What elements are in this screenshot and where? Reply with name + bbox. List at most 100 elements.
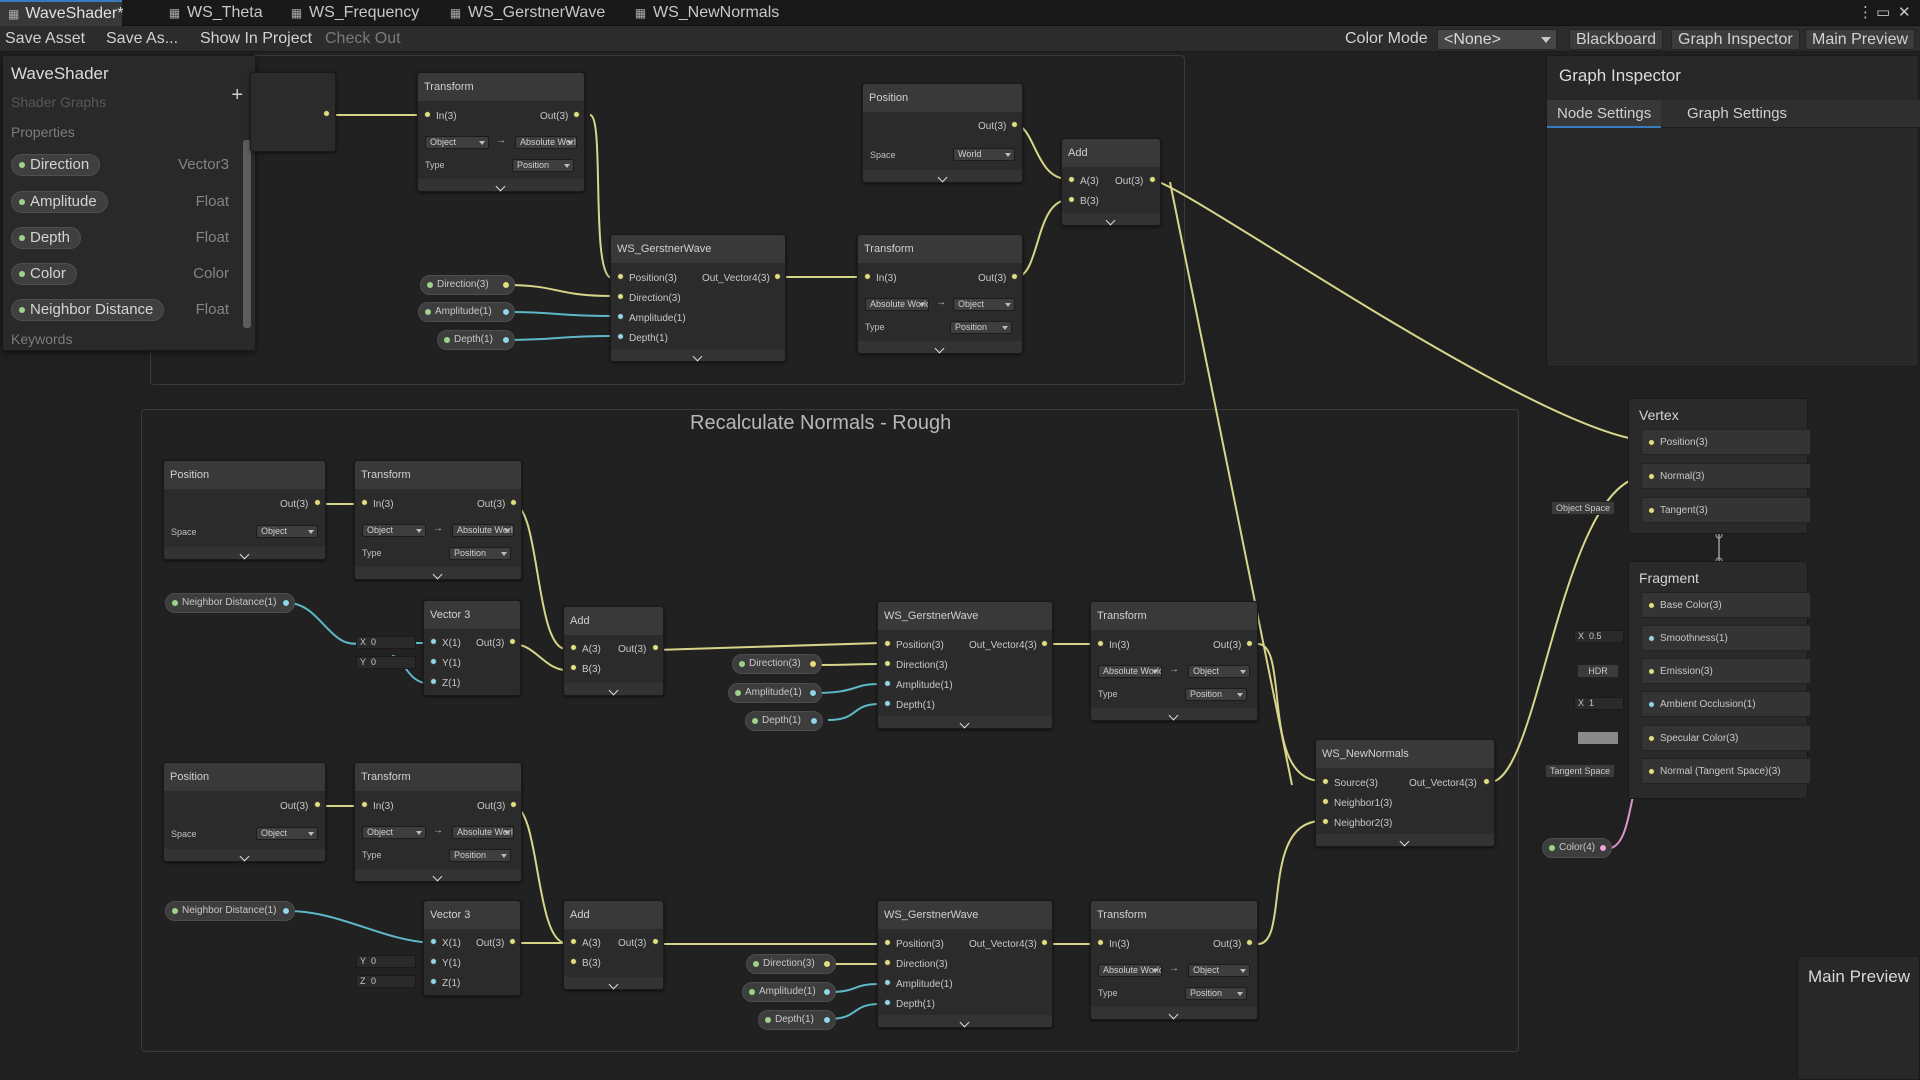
space-dropdown[interactable]: Object [256, 827, 318, 840]
to-space-dropdown[interactable]: Absolute World [515, 136, 577, 149]
save-as-button[interactable]: Save As... [106, 30, 179, 47]
newnormals-node[interactable]: WS_NewNormals Source(3) Neighbor1(3) Nei… [1315, 739, 1495, 847]
from-space-dropdown[interactable]: Object [362, 524, 426, 537]
type-dropdown[interactable]: Position [950, 321, 1012, 334]
base-color-slot[interactable]: Base Color(3) [1641, 592, 1811, 618]
graph-inspector-panel[interactable]: Graph Inspector Node Settings Graph Sett… [1546, 55, 1920, 367]
blackboard-panel[interactable]: WaveShader Shader Graphs + Properties Di… [2, 55, 256, 351]
to-space-dropdown[interactable]: Object [953, 298, 1015, 311]
add-node[interactable]: Add A(3) B(3) Out(3) [563, 900, 664, 990]
scrollbar-thumb[interactable] [243, 140, 251, 328]
emission-hdr-swatch[interactable]: HDR [1577, 664, 1619, 678]
tab-graph-settings[interactable]: Graph Settings [1687, 105, 1788, 122]
chevron-down-icon[interactable] [1168, 710, 1179, 721]
transform-node[interactable]: Transform In(3) Out(3) Absolute World → … [1090, 900, 1258, 1020]
graph-inspector-button[interactable]: Graph Inspector [1671, 29, 1800, 50]
vector3-node[interactable]: Vector 3 X(1) Y(1) Z(1) Out(3) [423, 600, 521, 696]
fragment-stack[interactable]: Fragment Base Color(3) Smoothness(1) Emi… [1628, 561, 1811, 799]
depth-property-node[interactable]: Depth(1) [758, 1010, 836, 1030]
vertex-tangent-slot[interactable]: Tangent(3) [1641, 497, 1811, 523]
transform-node[interactable]: Transform In(3) Out(3) Absolute World → … [857, 234, 1023, 354]
main-preview-panel[interactable]: Main Preview [1797, 956, 1920, 1080]
transform-node[interactable]: Transform In(3) Out(3) Object → Absolute… [354, 762, 522, 882]
vertex-position-slot[interactable]: Position(3) [1641, 429, 1811, 455]
close-icon[interactable]: ✕ [1898, 4, 1911, 21]
vertex-stack[interactable]: Vertex Position(3) Normal(3) Tangent(3) [1628, 398, 1811, 534]
property-neighbor-distance[interactable]: Neighbor Distance [11, 299, 165, 321]
chevron-down-icon[interactable] [239, 851, 249, 862]
tab-ws-gerstnerwave[interactable]: ▦WS_GerstnerWave [449, 4, 606, 21]
chevron-down-icon[interactable] [959, 718, 970, 729]
add-node[interactable]: Add A(3) B(3) Out(3) [563, 606, 664, 696]
type-dropdown[interactable]: Position [449, 849, 511, 862]
chevron-down-icon[interactable] [432, 569, 443, 580]
add-node[interactable]: Add A(3) B(3) Out(3) [1061, 138, 1161, 226]
neighbor-distance-property-node[interactable]: Neighbor Distance(1) [165, 593, 295, 613]
from-space-dropdown[interactable]: Object [425, 136, 489, 149]
from-space-dropdown[interactable]: Absolute World [1098, 665, 1162, 678]
property-depth[interactable]: Depth [11, 227, 82, 249]
maximize-icon[interactable]: ▭ [1876, 4, 1891, 21]
space-dropdown[interactable]: World [953, 148, 1015, 161]
chevron-down-icon[interactable] [1399, 836, 1410, 847]
property-amplitude[interactable]: Amplitude [11, 191, 108, 213]
to-space-dropdown[interactable]: Absolute World [452, 524, 514, 537]
property-color[interactable]: Color [11, 263, 77, 285]
color-mode-dropdown[interactable]: <None> [1437, 29, 1557, 50]
to-space-dropdown[interactable]: Absolute World [452, 826, 514, 839]
chevron-down-icon[interactable] [239, 549, 249, 560]
vector3-node[interactable]: Vector 3 X(1) Y(1) Z(1) Out(3) [423, 900, 521, 996]
transform-node[interactable]: Transform In(3) Out(3) Object → Absolute… [354, 460, 522, 580]
amplitude-property-node[interactable]: Amplitude(1) [742, 982, 836, 1002]
depth-property-node[interactable]: Depth(1) [437, 330, 515, 350]
type-dropdown[interactable]: Position [512, 159, 574, 172]
hidden-node[interactable] [250, 72, 336, 152]
tab-ws-frequency[interactable]: ▦WS_Frequency [290, 4, 420, 21]
chevron-down-icon[interactable] [608, 979, 618, 990]
direction-property-node[interactable]: Direction(3) [420, 275, 515, 295]
tab-node-settings[interactable]: Node Settings [1547, 100, 1662, 128]
specular-color-slot[interactable]: Specular Color(3) [1641, 725, 1811, 751]
space-dropdown[interactable]: Object [256, 525, 318, 538]
from-space-dropdown[interactable]: Absolute World [865, 298, 929, 311]
neighbor-distance-property-node[interactable]: Neighbor Distance(1) [165, 901, 295, 921]
tab-waveshader[interactable]: ▦WaveShader* [0, 0, 123, 26]
gerstnerwave-node[interactable]: WS_GerstnerWave Position(3) Direction(3)… [877, 601, 1053, 729]
property-direction[interactable]: Direction [11, 154, 101, 176]
chevron-down-icon[interactable] [959, 1017, 970, 1028]
show-in-project-button[interactable]: Show In Project [200, 30, 313, 47]
add-property-button[interactable]: + [231, 84, 243, 106]
chevron-down-icon[interactable] [608, 685, 618, 696]
to-space-dropdown[interactable]: Object [1188, 665, 1250, 678]
color-property-node[interactable]: Color(4) [1542, 838, 1612, 858]
direction-property-node[interactable]: Direction(3) [746, 954, 836, 974]
depth-property-node[interactable]: Depth(1) [745, 711, 823, 731]
chevron-down-icon[interactable] [1105, 215, 1116, 226]
position-node[interactable]: Position Out(3) Space Object [163, 762, 326, 862]
to-space-dropdown[interactable]: Object [1188, 964, 1250, 977]
type-dropdown[interactable]: Position [1185, 987, 1247, 1000]
from-space-dropdown[interactable]: Object [362, 826, 426, 839]
main-preview-button[interactable]: Main Preview [1805, 29, 1916, 50]
type-dropdown[interactable]: Position [449, 547, 511, 560]
direction-property-node[interactable]: Direction(3) [732, 654, 822, 674]
gerstnerwave-node[interactable]: WS_GerstnerWave Position(3) Direction(3)… [610, 234, 786, 362]
position-node[interactable]: Position Out(3) Space Object [163, 460, 326, 560]
ambient-occlusion-slot[interactable]: Ambient Occlusion(1) [1641, 691, 1811, 717]
more-icon[interactable]: ⋮ [1858, 4, 1873, 21]
chevron-down-icon[interactable] [495, 181, 506, 192]
blackboard-scrollbar[interactable] [241, 124, 253, 346]
chevron-down-icon[interactable] [432, 871, 443, 882]
chevron-down-icon[interactable] [934, 343, 945, 354]
emission-slot[interactable]: Emission(3) [1641, 658, 1811, 684]
smoothness-slot[interactable]: Smoothness(1) [1641, 625, 1811, 651]
tab-ws-newnormals[interactable]: ▦WS_NewNormals [634, 4, 780, 21]
transform-node[interactable]: Transform In(3) Out(3) Absolute World → … [1090, 601, 1258, 721]
save-asset-button[interactable]: Save Asset [5, 30, 86, 47]
transform-node[interactable]: Transform In(3) Out(3) Object → Absolute… [417, 72, 585, 192]
